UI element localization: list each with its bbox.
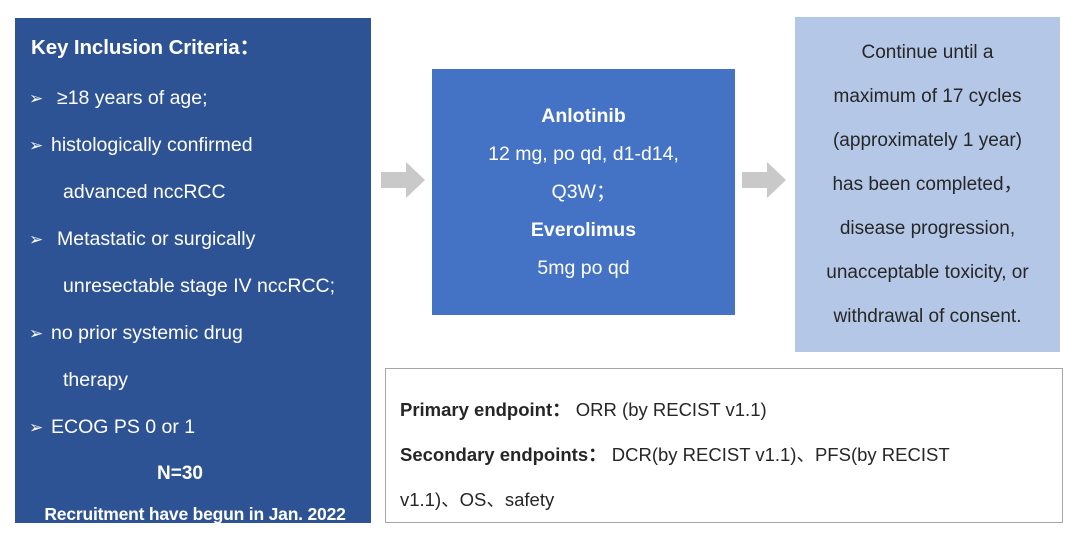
drug-name-everolimus: Everolimus bbox=[530, 219, 637, 241]
continuation-line: has been completed， bbox=[832, 173, 1023, 195]
continuation-line: (approximately 1 year) bbox=[832, 129, 1023, 151]
right-arrow-icon bbox=[742, 160, 786, 200]
anlotinib-schedule: Q3W； bbox=[551, 181, 616, 203]
secondary-endpoint-row: Secondary endpoints： DCR(by RECIST v1.1)… bbox=[400, 432, 1048, 477]
sample-size-label: N=30 bbox=[157, 462, 203, 484]
arrow-bullet-icon: ➢ bbox=[29, 323, 44, 343]
treatment-regimen-box: Anlotinib 12 mg, po qd, d1-d14, Q3W； Eve… bbox=[432, 69, 735, 315]
criteria-item-label: Metastatic or surgically bbox=[57, 227, 256, 250]
criteria-item: ➢ ≥18 years of age; bbox=[29, 75, 361, 122]
continuation-line: maximum of 17 cycles bbox=[833, 85, 1022, 107]
primary-endpoint-row: Primary endpoint： ORR (by RECIST v1.1) bbox=[400, 387, 1048, 432]
secondary-endpoint-value-line1: DCR(by RECIST v1.1)、PFS(by RECIST bbox=[611, 444, 950, 465]
arrow-bullet-icon: ➢ bbox=[29, 135, 44, 155]
drug-name-anlotinib: Anlotinib bbox=[541, 105, 626, 127]
criteria-item-continuation: advanced nccRCC bbox=[29, 169, 361, 216]
criteria-item: ➢ Metastatic or surgically bbox=[29, 216, 361, 263]
secondary-endpoint-row-continuation: v1.1)、OS、safety bbox=[400, 477, 1048, 522]
criteria-item-label: ≥18 years of age; bbox=[57, 86, 208, 109]
arrow-bullet-icon: ➢ bbox=[29, 88, 44, 108]
criteria-item-label: advanced nccRCC bbox=[63, 180, 226, 203]
arrow-bullet-icon: ➢ bbox=[29, 229, 44, 249]
anlotinib-dosing: 12 mg, po qd, d1-d14, bbox=[488, 143, 679, 165]
study-endpoints-box: Primary endpoint： ORR (by RECIST v1.1) S… bbox=[385, 368, 1063, 523]
treatment-continuation-box: Continue until a maximum of 17 cycles (a… bbox=[795, 17, 1060, 352]
arrow-bullet-icon: ➢ bbox=[29, 417, 44, 437]
right-arrow-icon bbox=[381, 160, 425, 200]
continuation-line: withdrawal of consent. bbox=[833, 305, 1022, 327]
criteria-item-label: unresectable stage IV nccRCC; bbox=[63, 274, 336, 297]
secondary-endpoint-value-line2: v1.1)、OS、safety bbox=[400, 489, 555, 510]
criteria-item: ➢ no prior systemic drug bbox=[29, 310, 361, 357]
primary-endpoint-label: Primary endpoint： bbox=[400, 399, 571, 420]
recruitment-note: Recruitment have begun in Jan. 2022 bbox=[44, 503, 346, 524]
criteria-item: ➢ histologically confirmed bbox=[29, 122, 361, 169]
secondary-endpoint-label: Secondary endpoints： bbox=[400, 444, 607, 465]
continuation-line: Continue until a bbox=[861, 41, 994, 63]
everolimus-dosing: 5mg po qd bbox=[537, 257, 630, 279]
continuation-line: unacceptable toxicity, or bbox=[826, 261, 1029, 283]
criteria-item-label: histologically confirmed bbox=[51, 133, 253, 156]
criteria-item-label: therapy bbox=[63, 368, 129, 391]
criteria-item-continuation: unresectable stage IV nccRCC; bbox=[29, 263, 361, 310]
continuation-line: disease progression, bbox=[839, 217, 1016, 239]
criteria-item: ➢ ECOG PS 0 or 1 bbox=[29, 404, 361, 451]
key-inclusion-criteria-panel: Key Inclusion Criteria： ➢ ≥18 years of a… bbox=[15, 18, 371, 524]
criteria-item-continuation: therapy bbox=[29, 357, 361, 404]
criteria-item-label: ECOG PS 0 or 1 bbox=[51, 415, 196, 438]
criteria-item-label: no prior systemic drug bbox=[51, 321, 243, 344]
criteria-panel-title: Key Inclusion Criteria： bbox=[31, 36, 260, 59]
primary-endpoint-value: ORR (by RECIST v1.1) bbox=[575, 399, 767, 420]
